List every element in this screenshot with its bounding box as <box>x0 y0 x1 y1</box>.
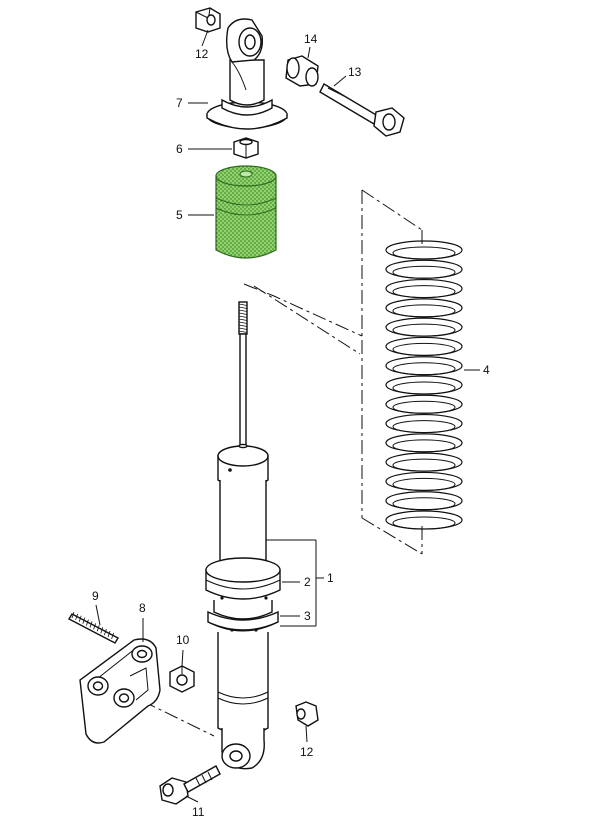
part-12-top-nut[interactable] <box>195 7 221 33</box>
callout-12-bottom: 12 <box>300 745 314 759</box>
part-14-bushing[interactable] <box>285 55 319 87</box>
callout-8: 8 <box>139 601 146 615</box>
assembly-guide-lines <box>119 283 363 737</box>
part-10-nut[interactable] <box>169 665 195 693</box>
callout-7: 7 <box>176 96 183 110</box>
callout-5: 5 <box>176 208 183 222</box>
spring-bracket-dashed <box>361 189 423 555</box>
callout-10: 10 <box>176 633 190 647</box>
callout-3: 3 <box>304 609 311 623</box>
callout-13: 13 <box>348 65 362 79</box>
leader-lines <box>95 29 480 803</box>
callout-4: 4 <box>483 363 490 377</box>
callout-11: 11 <box>192 805 205 819</box>
part-9-stud-bolt[interactable] <box>68 611 119 644</box>
part-13-bolt[interactable] <box>319 83 405 137</box>
part-11-bolt[interactable] <box>159 765 221 805</box>
shock-absorber[interactable] <box>205 301 281 770</box>
callout-6: 6 <box>176 142 183 156</box>
callout-1: 1 <box>327 571 334 585</box>
part-8-bracket[interactable] <box>79 638 161 744</box>
part-4-coil-spring[interactable] <box>385 240 463 530</box>
callout-2: 2 <box>304 575 311 589</box>
part-7-upper-mount[interactable] <box>206 18 288 130</box>
callout-12-top: 12 <box>195 47 209 61</box>
callout-14: 14 <box>304 32 318 46</box>
part-6-nut[interactable] <box>233 137 259 159</box>
part-12-bottom-nut[interactable] <box>295 701 319 727</box>
part-5-bump-stop[interactable] <box>215 165 277 259</box>
callout-9: 9 <box>92 589 99 603</box>
